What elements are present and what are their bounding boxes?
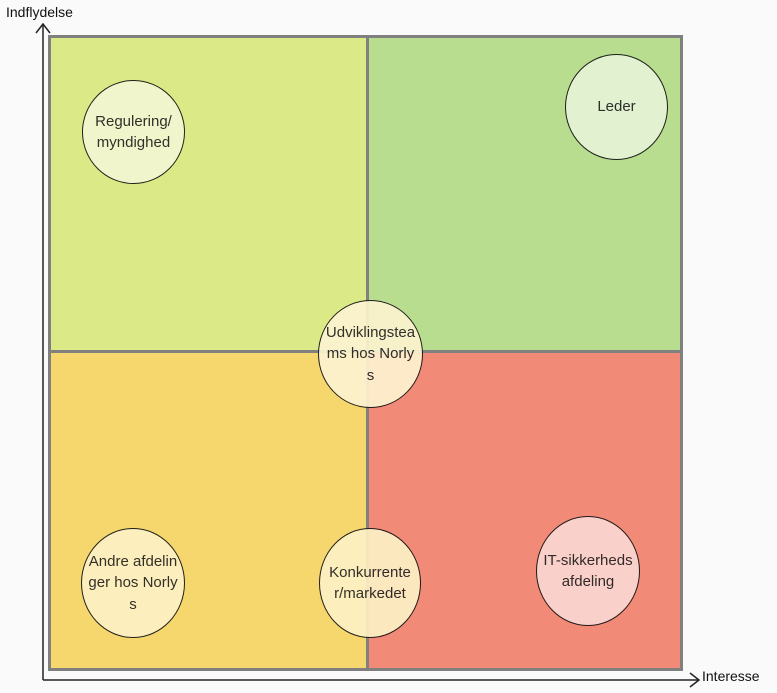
stakeholder-regulering[interactable]: Regulering/myndighed [82, 80, 185, 184]
x-axis-label: Interesse [702, 668, 760, 684]
quadrant-high-influence-low-interest [48, 35, 368, 352]
stakeholder-konkurrenter[interactable]: Konkurrenter/markedet [319, 528, 421, 638]
quadrant-low-influence-high-interest [368, 352, 683, 671]
stakeholder-leder[interactable]: Leder [565, 54, 668, 160]
stakeholder-label: Udviklingsteams hos Norlys [325, 323, 416, 384]
stakeholder-andre-afdelinger[interactable]: Andre afdelinger hos Norlys [81, 528, 185, 638]
stakeholder-udviklingsteams[interactable]: Udviklingsteams hos Norlys [318, 300, 423, 408]
stakeholder-label: Konkurrenter/markedet [329, 563, 411, 603]
stakeholder-label: IT-sikkerhedsafdeling [543, 551, 633, 591]
stakeholder-label: Leder [597, 98, 636, 116]
stakeholder-label: Andre afdelinger hos Norlys [88, 552, 178, 613]
y-axis-label: Indflydelse [6, 4, 73, 20]
y-axis-arrow [35, 22, 51, 34]
matrix-frame [48, 35, 683, 671]
stakeholder-label: Regulering/myndighed [95, 112, 172, 152]
stakeholder-it-sikkerhed[interactable]: IT-sikkerhedsafdeling [536, 516, 640, 626]
x-axis-arrow [689, 672, 701, 688]
